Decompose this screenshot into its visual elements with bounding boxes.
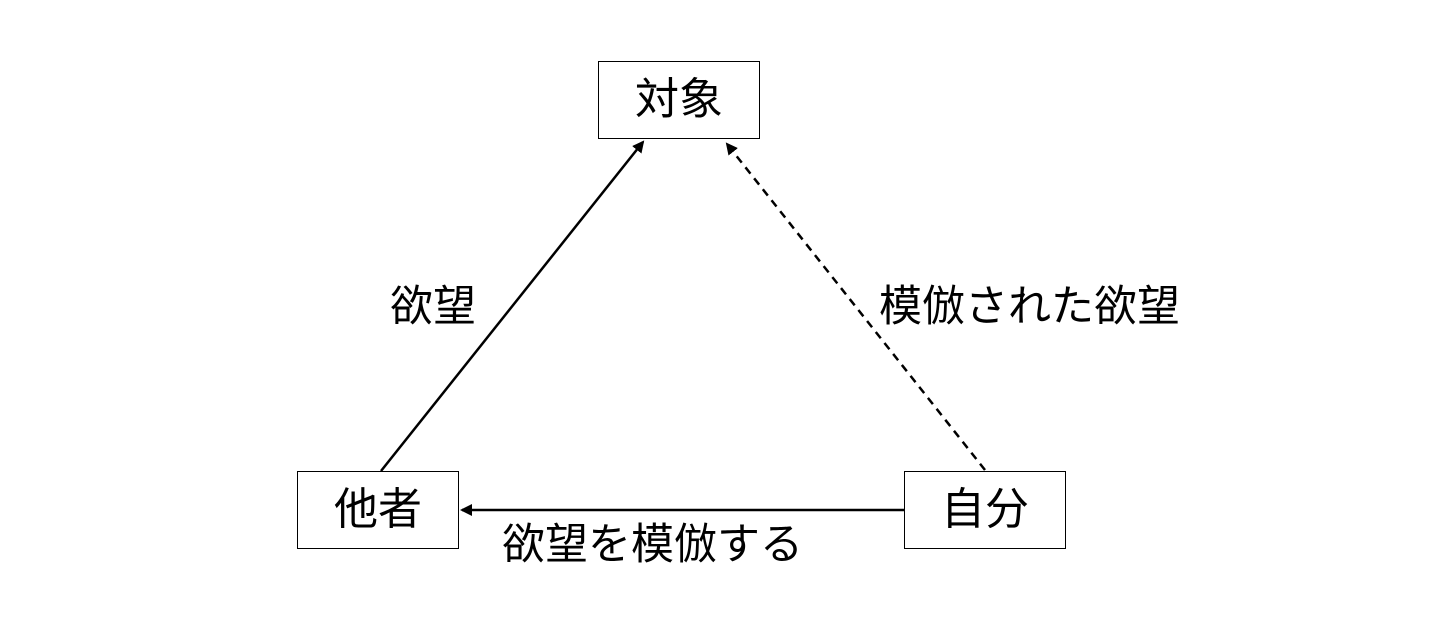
node-other-label: 他者 (334, 484, 422, 535)
node-object: 対象 (598, 61, 760, 139)
arrow-other-to-object (380, 140, 645, 472)
node-self: 自分 (904, 471, 1066, 549)
edge-label-imitated-desire: 模倣された欲望 (879, 282, 1180, 332)
node-other: 他者 (297, 471, 459, 549)
edge-label-imitate-desire: 欲望を模倣する (502, 520, 803, 570)
node-object-label: 対象 (635, 74, 723, 125)
edge-label-desire: 欲望 (390, 282, 476, 332)
node-self-label: 自分 (941, 484, 1029, 535)
